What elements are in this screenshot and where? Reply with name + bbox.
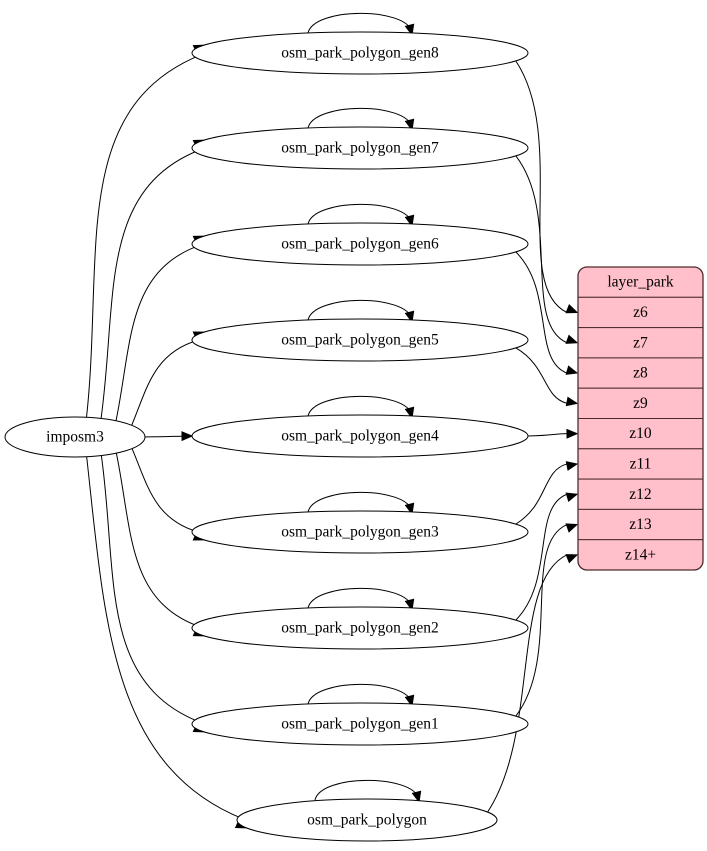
node-gen3-label: osm_park_polygon_gen3 [281,524,439,541]
node-gen7[interactable]: osm_park_polygon_gen7 [191,126,529,170]
edge-imposm3-to-gen8 [85,54,202,420]
table-cells: layer_park z6 z7 z8 z9 z10 z11 z12 z13 z14+ [578,267,703,570]
table-row-label: z12 [629,486,651,503]
arrowhead-self-loop-gen6 [404,214,415,228]
edge-gen4-to-row-z10 [527,433,568,437]
node-gen1-shape[interactable] [191,702,529,746]
node-gen1-label: osm_park_polygon_gen1 [281,716,439,733]
node-gen2-shape[interactable] [191,606,529,650]
arrowhead-self-loop-base [411,790,422,804]
node-gen4-label: osm_park_polygon_gen4 [281,428,439,445]
table-row-label: z10 [629,425,652,442]
self-loop-gen2 [307,587,413,609]
table-row-label: z8 [633,365,648,382]
table-row[interactable] [578,508,703,541]
table-row-label: z9 [633,395,648,412]
node-base-shape[interactable] [236,798,498,842]
arrowhead-self-loop-gen5 [404,310,415,324]
node-gen5-label: osm_park_polygon_gen5 [281,332,439,349]
edge-gen2-to-row-z12 [515,493,568,621]
table-outline [577,266,704,571]
table-row[interactable] [578,478,703,510]
arrowhead-gen7-to-row [565,334,579,344]
node-gen3[interactable]: osm_park_polygon_gen3 [191,510,529,554]
table-row[interactable] [578,296,703,329]
node-gen8-shape[interactable] [191,31,529,75]
arrowhead-self-loop-gen7 [404,118,415,132]
node-gen8-label: osm_park_polygon_gen8 [281,45,439,62]
layer-park-table: layer_park z6 z7 z8 z9 z10 z11 z12 z13 z14+ [577,266,704,571]
node-base-label: osm_park_polygon [307,812,427,829]
node-gen2-label: osm_park_polygon_gen2 [281,620,439,637]
edge-imposm3-to-gen6 [114,244,201,429]
node-gen6-label: osm_park_polygon_gen6 [281,236,439,253]
table-row[interactable] [578,327,703,359]
table-row-label: z7 [633,334,648,351]
arrowhead-self-loop-gen4 [404,406,415,420]
edge-imposm3-to-gen2 [114,445,201,628]
node-gen4[interactable]: osm_park_polygon_gen4 [191,414,529,458]
node-gen5-shape[interactable] [191,318,529,362]
edge-imposm3-to-gen3 [128,441,199,533]
arrowhead-gen6-to-row [565,365,579,375]
table-row-label: z13 [629,516,652,533]
table-row[interactable] [578,357,703,389]
self-loop-base [314,779,420,801]
self-loop-gen5 [307,299,413,321]
arrowhead-self-loop-gen3 [404,502,415,516]
node-gen3-shape[interactable] [191,510,529,554]
arrowhead-gen3-to-row [565,461,579,471]
arrowhead-imposm3-to-gen4 [181,431,194,442]
table-header-label: layer_park [607,274,674,291]
node-gen2[interactable]: osm_park_polygon_gen2 [191,606,529,650]
self-loop-gen8 [307,12,413,34]
edge-imposm3-to-gen7 [99,149,201,424]
table-row[interactable] [578,448,703,480]
node-gen7-shape[interactable] [191,126,529,170]
arrowhead-gen2-to-row [565,492,579,502]
edge-imposm3-to-gen4 [142,435,183,438]
node-gen6-shape[interactable] [191,222,529,266]
edge-base-to-row-z14+ [487,554,568,813]
arrowhead-base-to-row [565,554,579,564]
node-gen7-label: osm_park_polygon_gen7 [281,140,439,157]
node-gen8[interactable]: osm_park_polygon_gen8 [191,31,529,75]
table-row-label: z6 [633,304,648,321]
arrowhead-self-loop-gen8 [404,23,415,37]
arrowhead-gen8-to-row [565,303,579,314]
node-gen4-shape[interactable] [191,414,529,458]
self-loop-gen1 [307,683,413,705]
node-base[interactable]: osm_park_polygon [236,798,498,842]
nodes-layer: imposm3 osm_park_polygon_gen8 osm_park_pol… [4,31,529,842]
edge-imposm3-to-base [85,454,243,820]
arrowhead-self-loop-gen1 [404,694,415,708]
self-loop-gen6 [307,203,413,225]
self-loop-gen3 [307,491,413,513]
arrowhead-gen5-to-row [565,396,579,407]
edge-imposm3-to-gen5 [128,339,199,433]
node-imposm3[interactable]: imposm3 [4,416,146,458]
arrowhead-self-loop-gen2 [404,598,415,612]
edge-gen5-to-row-z9 [515,347,568,404]
node-gen5[interactable]: osm_park_polygon_gen5 [191,318,529,362]
node-imposm3-shape[interactable] [4,416,146,458]
table-row-label: z14+ [625,546,656,563]
edge-imposm3-to-gen1 [100,450,201,723]
self-loop-gen4 [307,395,413,417]
table-row-label: z11 [630,456,652,473]
edge-gen3-to-row-z11 [515,463,568,525]
arrowhead-gen1-to-row [565,523,579,533]
edge-gen8-to-row-z6 [515,60,568,313]
arrowhead-gen4-to-row [566,428,579,439]
edge-gen7-to-row-z7 [515,155,568,344]
table-row[interactable] [578,539,703,570]
node-imposm3-label: imposm3 [46,429,104,446]
node-gen6[interactable]: osm_park_polygon_gen6 [191,222,529,266]
node-gen1[interactable]: osm_park_polygon_gen1 [191,702,529,746]
self-loop-gen7 [307,107,413,129]
edge-gen1-to-row-z13 [515,524,568,717]
edge-gen6-to-row-z8 [515,251,568,374]
